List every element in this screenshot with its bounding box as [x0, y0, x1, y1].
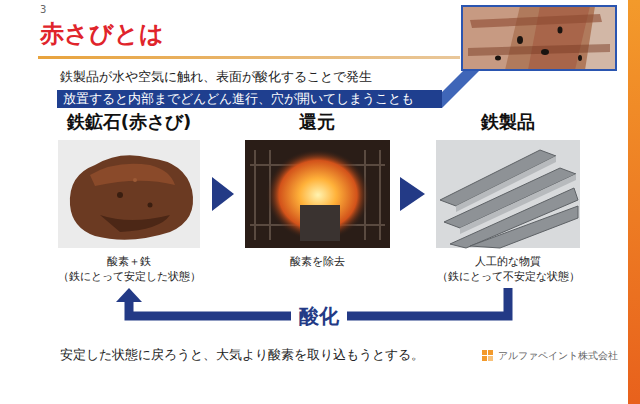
slide-title: 赤さびとは — [40, 18, 164, 50]
arrow-head — [400, 177, 425, 211]
arrow-head — [116, 288, 142, 302]
process-stage: 還元酸素を除去 — [237, 110, 397, 269]
edge-strip — [628, 0, 640, 404]
stage-caption: 酸素を除去 — [237, 254, 397, 269]
company-logo: アルファペイント株式会社 — [498, 349, 618, 363]
stage-heading: 還元 — [237, 110, 397, 134]
body-text: 鉄製品が水や空気に触れ、表面が酸化することで発生 — [60, 68, 372, 86]
photo-spacer — [428, 134, 588, 254]
photo-spacer — [49, 134, 209, 254]
photo-spacer — [237, 134, 397, 254]
furnace-photo — [245, 140, 390, 248]
flow-connector — [212, 177, 234, 211]
flow-connector — [400, 177, 425, 211]
ore-photo — [58, 140, 200, 248]
process-stage: 鉄製品人工的な物質 （鉄にとって不安定な状態） — [428, 110, 588, 284]
steel-photo — [436, 140, 580, 248]
process-stage: 鉄鉱石(赤さび) 酸素＋鉄 （鉄にとって安定した状態） — [49, 110, 209, 284]
edge-label: 酸化 — [291, 303, 347, 329]
stage-heading: 鉄鉱石(赤さび) — [49, 110, 209, 134]
footer-note: 安定した状態に戻ろうと、大気より酸素を取り込もうとする。 — [60, 346, 424, 364]
stage-caption: 酸素＋鉄 （鉄にとって安定した状態） — [49, 254, 209, 284]
title-rule — [38, 56, 460, 59]
page-number: 3 — [40, 3, 46, 17]
stage-caption: 人工的な物質 （鉄にとって不安定な状態） — [428, 254, 588, 284]
logo-icon — [482, 350, 493, 361]
stage-heading: 鉄製品 — [428, 110, 588, 134]
arrow-head — [212, 177, 234, 211]
callout-wedge — [442, 70, 480, 108]
highlight-band: 放置すると内部までどんどん進行、穴が開いてしまうことも — [57, 90, 442, 108]
rust-photo — [462, 6, 616, 70]
band-text: 放置すると内部までどんどん進行、穴が開いてしまうことも — [63, 90, 436, 108]
